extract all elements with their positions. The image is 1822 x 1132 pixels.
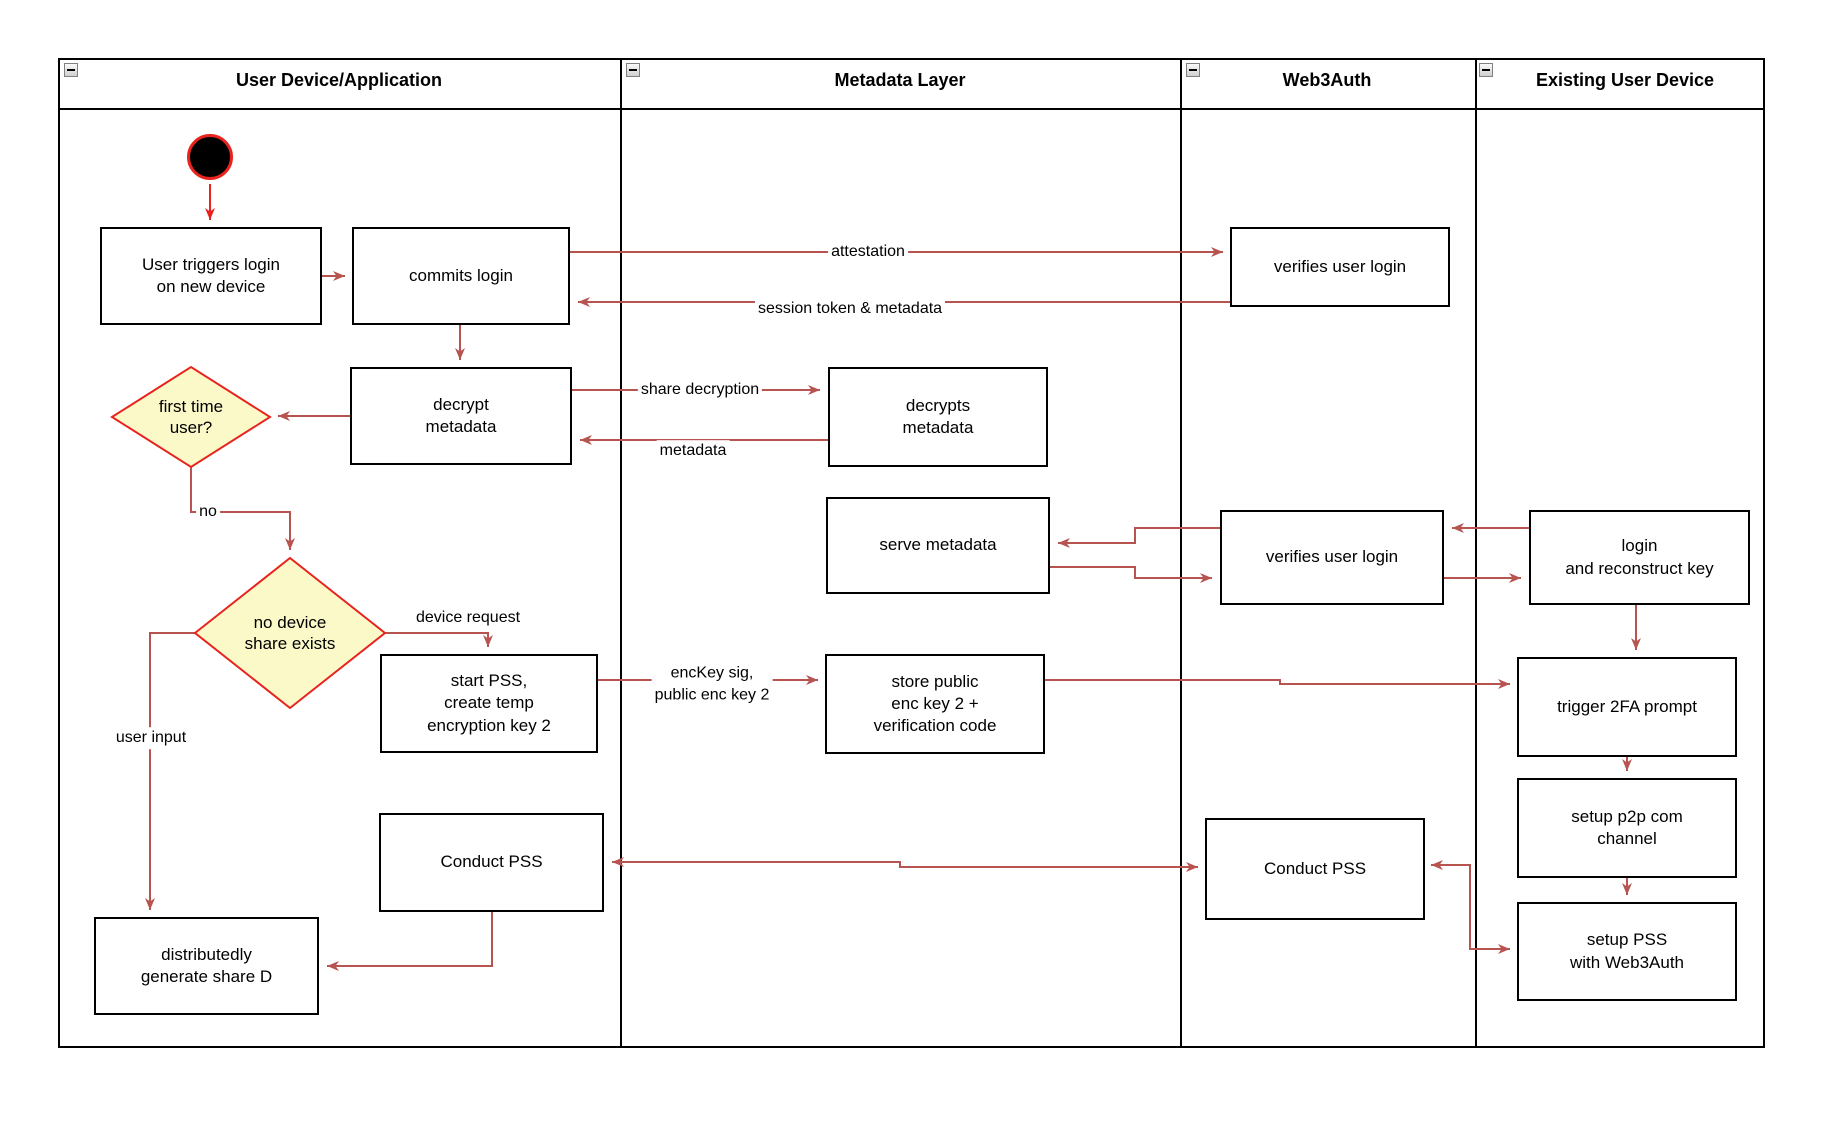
node-serve-metadata: serve metadata	[826, 497, 1050, 594]
node-decrypt-metadata: decrypt metadata	[350, 367, 572, 465]
edge-device-request	[385, 632, 493, 647]
lane-divider-3	[1475, 58, 1477, 1048]
edge-store-trigger2fa	[1045, 679, 1510, 689]
lane-title-metadata-layer: Metadata Layer	[834, 70, 966, 90]
node-setup-pss-web3auth: setup PSS with Web3Auth	[1517, 902, 1737, 1001]
edge-label-metadata: metadata	[656, 440, 730, 462]
decision-label-no-device-share: no device share exists	[244, 612, 336, 653]
node-distributedly-generate: distributedly generate share D	[94, 917, 319, 1015]
node-store-public-enc-key: store public enc key 2 + verification co…	[825, 654, 1045, 754]
node-commits-login: commits login	[352, 227, 570, 325]
lane-divider-2	[1180, 58, 1182, 1048]
edge-verifies2-serve	[1058, 527, 1220, 548]
edge-label-attestation: attestation	[828, 241, 908, 263]
edge-label-device-request: device request	[415, 609, 521, 627]
decision-label-first-time: first time user?	[158, 396, 224, 437]
node-verifies-user-login-1: verifies user login	[1230, 227, 1450, 307]
edge-label-session-token: session token & metadata	[754, 298, 946, 320]
edge-setuppss-conductpss	[1431, 860, 1510, 954]
edge-serve-verifies2	[1050, 566, 1212, 583]
initial-node	[187, 134, 233, 180]
collapse-minus-icon[interactable]	[1186, 63, 1200, 77]
node-verifies-user-login-2: verifies user login	[1220, 510, 1444, 605]
node-conduct-pss-web3auth: Conduct PSS	[1205, 818, 1425, 920]
lane-header-divider	[58, 108, 1765, 110]
node-user-triggers-login: User triggers login on new device	[100, 227, 322, 325]
collapse-minus-icon[interactable]	[1479, 63, 1493, 77]
collapse-minus-icon[interactable]	[64, 63, 78, 77]
node-trigger-2fa: trigger 2FA prompt	[1517, 657, 1737, 757]
lane-title-existing-device: Existing User Device	[1535, 70, 1715, 90]
edge-label-share-decryption: share decryption	[637, 379, 763, 401]
edge-label-enckey-sig: encKey sig, public enc key 2	[651, 662, 773, 706]
edge-conductpss-distributedly	[327, 912, 493, 971]
node-decrypts-metadata: decrypts metadata	[828, 367, 1048, 467]
node-login-reconstruct-key: login and reconstruct key	[1529, 510, 1750, 605]
edge-conductpss-link	[612, 857, 1198, 872]
edge-user-input	[145, 632, 195, 910]
decision-no-device-share	[193, 556, 387, 710]
node-setup-p2p-channel: setup p2p com channel	[1517, 778, 1737, 878]
lane-title-user-device: User Device/Application	[235, 70, 443, 90]
lane-divider-1	[620, 58, 622, 1048]
edge-label-user-input: user input	[112, 727, 190, 749]
edge-no-branch	[190, 467, 295, 550]
node-start-pss: start PSS, create temp encryption key 2	[380, 654, 598, 753]
node-conduct-pss-left: Conduct PSS	[379, 813, 604, 912]
decision-first-time-user	[110, 365, 272, 469]
lane-title-web3auth: Web3Auth	[1282, 70, 1372, 90]
edge-label-no: no	[196, 501, 220, 523]
collapse-minus-icon[interactable]	[626, 63, 640, 77]
